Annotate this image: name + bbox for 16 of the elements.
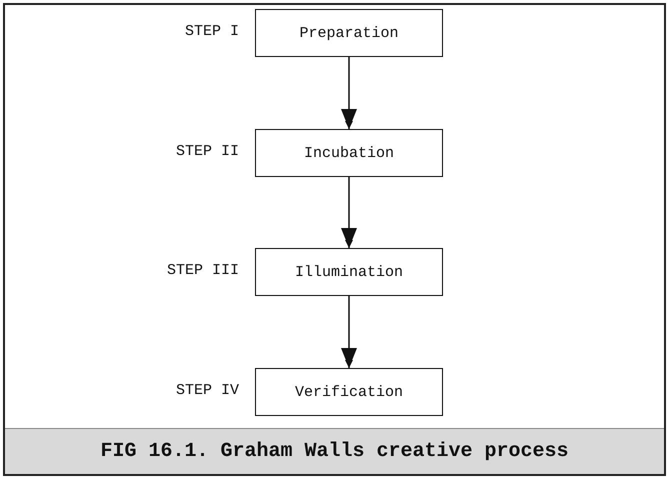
arrow <box>341 296 357 368</box>
process-box <box>255 368 443 416</box>
step-label: STEP III <box>166 262 239 279</box>
step-name: Illumination <box>294 264 404 280</box>
step-name: Verification <box>294 384 404 400</box>
step-name: Incubation <box>304 144 394 162</box>
step-label: STEP IV <box>176 382 239 399</box>
process-box <box>255 9 443 57</box>
step-name: Preparation <box>299 24 399 42</box>
arrow <box>341 177 357 248</box>
process-box <box>255 129 443 177</box>
process-box <box>255 248 443 296</box>
step-label: STEP II <box>176 143 239 160</box>
step-label: STEP I <box>184 23 239 40</box>
arrow <box>341 57 357 129</box>
figure-caption: FIG 16.1. Graham Walls creative process <box>5 428 664 474</box>
